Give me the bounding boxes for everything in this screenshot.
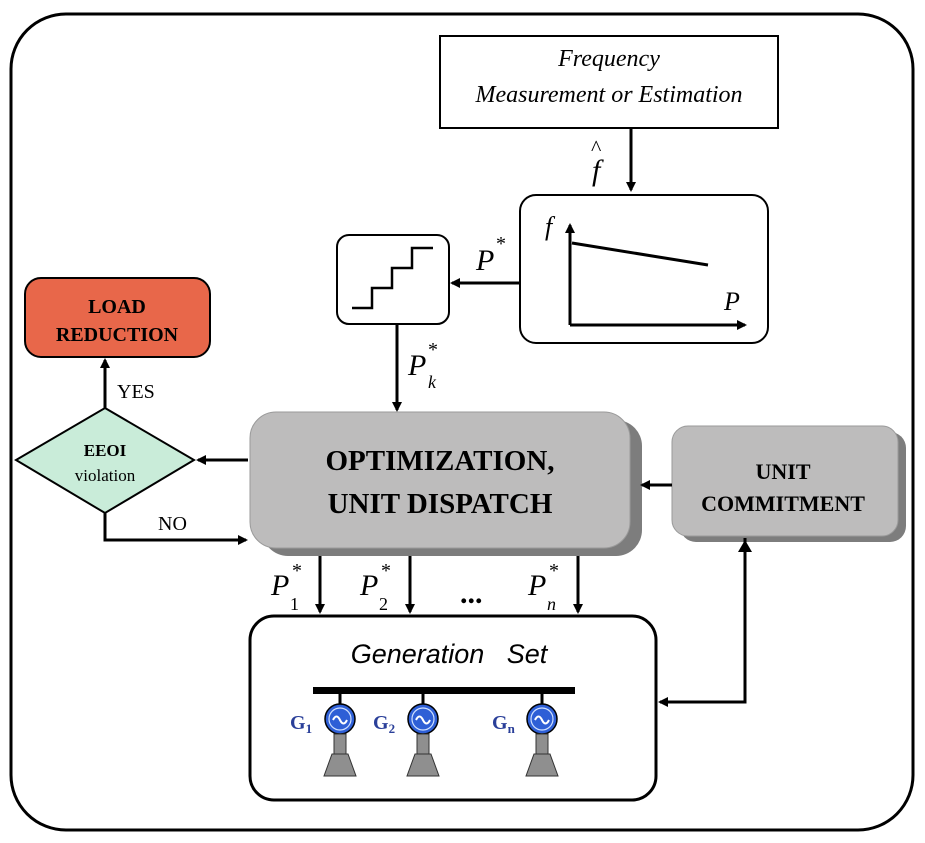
step-curve	[352, 246, 433, 310]
generator-ring	[328, 707, 352, 731]
no-path	[103, 513, 248, 545]
sine-icon	[534, 715, 550, 725]
frequency-line2: Measurement or Estimation	[474, 82, 742, 108]
svg-text:^: ^	[591, 135, 602, 160]
generator-shaft	[333, 733, 347, 755]
svg-text:P: P	[475, 244, 494, 277]
generator-shaft	[416, 733, 430, 755]
generator-label: Gn	[492, 712, 516, 736]
load-reduction-line1: LOAD	[88, 296, 146, 318]
pk-label: P * k	[407, 339, 438, 392]
generator-1: G1	[290, 694, 357, 777]
eeoi-line1: EEOI	[84, 441, 127, 460]
svg-text:2: 2	[379, 594, 388, 614]
sine-icon	[332, 715, 348, 725]
droop-p-label: P	[723, 287, 740, 316]
eeoi-line2: violation	[75, 466, 136, 485]
svg-text:*: *	[428, 339, 438, 361]
generator-base-icon	[406, 753, 440, 777]
svg-text:P: P	[359, 569, 378, 602]
frequency-line1: Frequency	[557, 46, 660, 72]
generation-busbar	[313, 687, 575, 694]
pstar-label: P *	[475, 233, 506, 277]
p1-label: P * 1	[270, 560, 302, 614]
dispatch-ellipsis: ...	[460, 577, 483, 610]
unit-commitment-line2: COMMITMENT	[701, 491, 865, 516]
generator-ring	[411, 707, 435, 731]
sine-icon	[415, 715, 431, 725]
droop-line	[571, 241, 709, 267]
svg-text:P: P	[407, 349, 426, 382]
optimization-line1: OPTIMIZATION,	[325, 445, 554, 477]
optimization-line2: UNIT DISPATCH	[328, 488, 553, 520]
droop-curve-box: f P	[519, 194, 769, 344]
svg-text:*: *	[549, 560, 559, 582]
svg-text:P: P	[270, 569, 289, 602]
yes-label: YES	[117, 381, 155, 403]
generation-set-title: Generation Set	[351, 639, 549, 669]
generator-base-icon	[525, 753, 559, 777]
svg-text:*: *	[496, 233, 506, 255]
generation-set-box: Generation Set	[248, 614, 658, 802]
generator-label: G1	[290, 712, 312, 736]
uc-gen-link	[658, 538, 747, 707]
frequency-measurement-box: Frequency Measurement or Estimation	[439, 35, 779, 129]
generator-shaft	[535, 733, 549, 755]
optimization-block: OPTIMIZATION, UNIT DISPATCH	[249, 411, 642, 556]
unit-commitment-line1: UNIT	[755, 459, 810, 484]
step-function-box	[336, 234, 450, 325]
generator-3: Gn	[492, 694, 559, 777]
load-reduction-box: LOAD REDUCTION	[24, 277, 211, 358]
svg-text:P: P	[527, 569, 546, 602]
unit-commitment-block: UNIT COMMITMENT	[671, 425, 906, 542]
p2-label: P * 2	[359, 560, 391, 614]
generator-2: G2	[373, 694, 440, 777]
generator-label: G2	[373, 712, 395, 736]
svg-text:1: 1	[290, 594, 299, 614]
generator-base-icon	[323, 753, 357, 777]
generator-ring	[530, 707, 554, 731]
svg-text:*: *	[292, 560, 302, 582]
droop-f-label: f	[545, 212, 556, 241]
svg-text:k: k	[428, 372, 437, 392]
uc-gen-arrowhead-up	[738, 540, 752, 552]
svg-text:n: n	[547, 594, 556, 614]
load-reduction-line2: REDUCTION	[56, 324, 179, 346]
pn-label: P * n	[527, 560, 559, 614]
no-label: NO	[158, 513, 187, 535]
svg-text:*: *	[381, 560, 391, 582]
